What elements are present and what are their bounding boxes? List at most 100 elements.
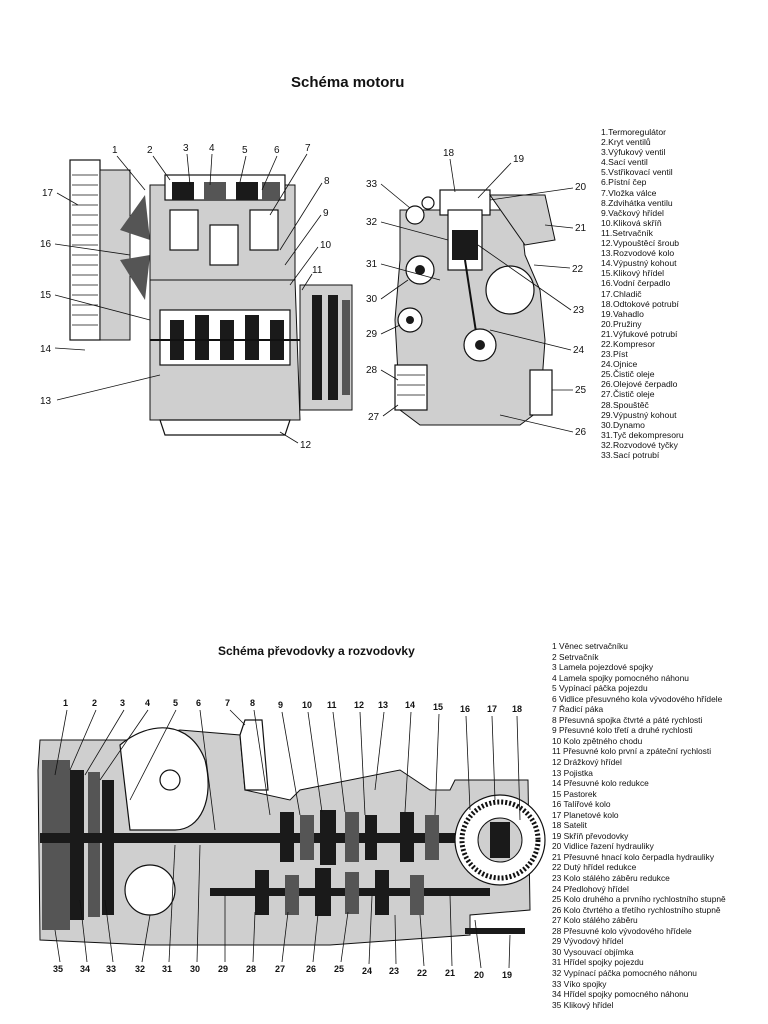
gearbox-legend-item: 16 Talířové kolo <box>552 799 611 810</box>
engine-callout: 30 <box>366 294 378 305</box>
clutch-plate <box>70 770 84 920</box>
gearbox-legend-item: 8 Přesuvná spojka čtvrté a páté rychlost… <box>552 714 703 725</box>
engine-legend-item: 10.Kliková skříň <box>601 217 662 228</box>
engine-legend-item: 14.Výpustný kohout <box>601 258 677 269</box>
piston <box>169 209 199 251</box>
engine-legend-item: 28.Spouštěč <box>601 399 649 410</box>
gearbox-legend-item: 4 Lamela spojky pomocného náhonu <box>552 672 689 683</box>
gearbox-legend-item: 21 Přesuvné hnací kolo čerpadla hydrauli… <box>552 851 715 862</box>
engine-callout: 21 <box>575 223 587 234</box>
gearbox-callout: 10 <box>302 700 312 710</box>
compressor-housing <box>485 265 535 315</box>
gearbox-legend-item: 30 Vysouvací objímka <box>552 946 634 957</box>
gearbox-callout: 22 <box>417 968 427 978</box>
gearbox-callout: 35 <box>53 964 63 974</box>
oil-filter <box>394 364 428 411</box>
gear <box>285 875 299 915</box>
intake-pipe <box>405 205 425 225</box>
gearbox-legend-item: 24 Předlohový hřídel <box>552 883 629 894</box>
engine-callout: 19 <box>513 154 525 165</box>
engine-callout: 10 <box>320 240 332 251</box>
engine-legend-item: 4.Sací ventil <box>601 157 648 168</box>
gear <box>315 868 331 916</box>
gearbox-legend-item: 11 Přesuvné kolo první a zpáteční rychlo… <box>552 746 712 757</box>
engine-cross-section <box>394 189 556 426</box>
piston <box>249 209 279 251</box>
gearbox-legend-item: 22 Dutý hřídel redukce <box>552 862 637 873</box>
gear <box>255 870 269 915</box>
engine-callout: 2 <box>147 145 153 156</box>
engine-legend-item: 18.Odtokové potrubí <box>601 298 679 309</box>
gearbox-legend-item: 32 Vypínací páčka pomocného náhonu <box>552 967 697 978</box>
gear <box>365 815 377 860</box>
gearbox-callout: 34 <box>80 964 90 974</box>
gearbox-legend-item: 34 Hřídel spojky pomocného náhonu <box>552 989 689 1000</box>
engine-callout: 33 <box>366 179 378 190</box>
engine-callout: 4 <box>209 143 215 154</box>
engine-legend-item: 11.Setrvačník <box>601 227 653 238</box>
engine-callout: 29 <box>366 329 378 340</box>
engine-callout: 8 <box>324 176 330 187</box>
engine-callout: 26 <box>575 427 587 438</box>
engine-legend-item: 27.Čistič oleje <box>601 389 655 400</box>
engine-callout: 17 <box>42 188 54 199</box>
gearbox-callout: 25 <box>334 964 344 974</box>
gearbox-legend-item: 23 Kolo stálého záběru redukce <box>552 873 670 884</box>
gearbox-legend-item: 7 Řadicí páka <box>552 704 604 715</box>
gearbox-legend-item: 33 Víko spojky <box>552 978 607 989</box>
engine-legend-item: 17.Chladič <box>601 288 642 299</box>
gearbox-callout: 18 <box>512 704 522 714</box>
engine-legend-item: 19.Vahadlo <box>601 308 644 319</box>
fan-blade <box>120 195 150 240</box>
gearbox-legend-item: 6 Vidlice přesuvného kola vývodového hří… <box>552 693 723 704</box>
gearbox-callout: 29 <box>218 964 228 974</box>
gearbox-top-callouts: 1 2 3 4 5 6 7 8 9 10 11 12 13 14 15 16 1… <box>54 698 522 831</box>
engine-callout: 15 <box>40 290 52 301</box>
oil-pan <box>159 419 291 436</box>
gear <box>400 812 414 862</box>
gearbox-legend-item: 17 Planetové kolo <box>552 809 619 820</box>
engine-legend-item: 32.Rozvodové tyčky <box>601 439 678 450</box>
gearbox-legend-item: 25 Kolo druhého a prvního rychlostního s… <box>552 894 726 905</box>
engine-callout: 7 <box>305 143 311 154</box>
gearbox-legend-item: 3 Lamela pojezdové spojky <box>552 662 654 673</box>
engine-callout: 18 <box>443 148 455 159</box>
gearbox-callout: 28 <box>246 964 256 974</box>
gearbox-legend-item: 1 Věnec setrvačníku <box>552 641 628 651</box>
engine-callout: 14 <box>40 344 52 355</box>
engine-legend-item: 23.Píst <box>601 349 628 360</box>
gearbox-legend-item: 27 Kolo stálého záběru <box>552 915 638 926</box>
gear-lever-tower <box>239 719 269 791</box>
engine-callout: 24 <box>573 345 585 356</box>
gearbox-legend-item: 15 Pastorek <box>552 788 597 799</box>
engine-legend-item: 25.Čistič oleje <box>601 369 655 380</box>
flywheel <box>42 760 70 930</box>
engine-callout: 13 <box>40 396 52 407</box>
engine-left-callouts: 1 2 3 4 5 6 7 8 9 10 11 12 13 14 15 16 1… <box>40 143 332 451</box>
engine-callout: 11 <box>312 265 323 276</box>
gearbox-callout: 5 <box>173 698 178 708</box>
output-shaft <box>465 928 525 934</box>
gearbox-legend-item: 9 Přesuvné kolo třetí a druhé rychlosti <box>552 725 693 736</box>
engine-side-view <box>69 159 353 436</box>
gearbox-callout: 2 <box>92 698 97 708</box>
gearbox-callout: 11 <box>327 700 337 710</box>
gearbox-diagram-title: Schéma převodovky a rozvodovky <box>218 644 415 658</box>
engine-legend-item: 22.Kompresor <box>601 338 655 349</box>
engine-callout: 22 <box>572 264 584 275</box>
gearbox-callout: 20 <box>474 970 484 980</box>
gearbox-section-view <box>37 719 546 946</box>
engine-legend-item: 26.Olejové čerpadlo <box>601 379 678 390</box>
engine-legend-item: 21.Výfukové potrubí <box>601 328 678 339</box>
engine-callout: 23 <box>573 305 585 316</box>
engine-callout: 1 <box>112 145 118 156</box>
engine-legend-item: 29.Výpustný kohout <box>601 409 677 420</box>
gearbox-legend-item: 20 Vidlice řazení hydrauliky <box>552 841 654 852</box>
gearbox-legend-item: 19 Skříň převodovky <box>552 830 629 841</box>
gear <box>345 872 359 914</box>
gearbox-callout: 15 <box>433 702 443 712</box>
radiator-fins <box>72 174 98 326</box>
engine-legend-item: 7.Vložka válce <box>601 187 657 198</box>
